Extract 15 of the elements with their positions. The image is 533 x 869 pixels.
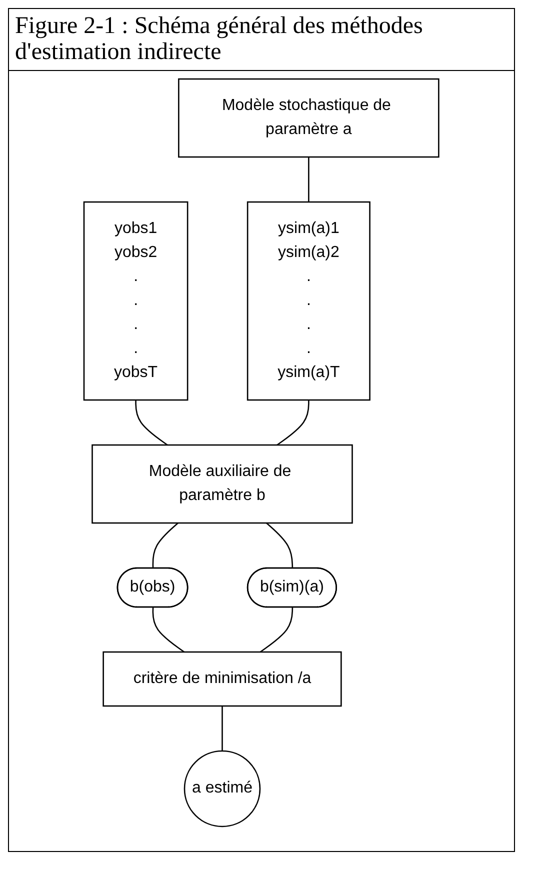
connector	[135, 400, 168, 446]
connector	[266, 522, 294, 568]
node-box: yobs1 yobs2 . . . . yobsT	[84, 201, 188, 400]
node-box: ysim(a)1 ysim(a)2 . . . . ysim(a)T	[247, 201, 371, 400]
connector	[222, 706, 224, 751]
node-box: critère de minimisation /a	[102, 651, 342, 706]
connector	[308, 156, 310, 202]
figure-title: Figure 2-1 : Schéma général des méthodes d'estimation indirecte	[9, 9, 514, 71]
node-circle: a estimé	[184, 750, 261, 827]
node-box: Modèle auxiliaire de paramètre b	[92, 444, 354, 524]
node-box: Modèle stochastique de paramètre a	[178, 78, 440, 158]
connector	[276, 400, 310, 446]
connector	[152, 522, 179, 568]
connector	[260, 607, 294, 652]
connector	[152, 607, 185, 652]
